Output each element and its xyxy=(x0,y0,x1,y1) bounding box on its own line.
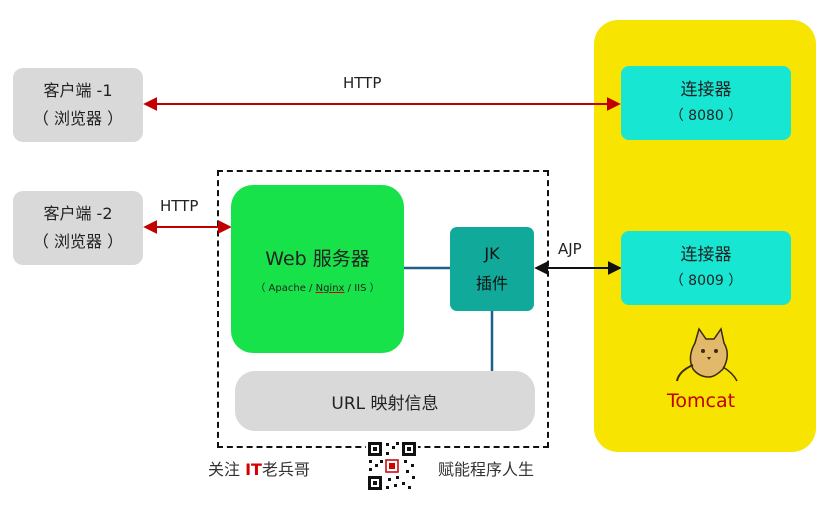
connector-8009-name: 连接器 xyxy=(680,245,732,265)
tomcat-logo-icon xyxy=(676,327,738,382)
footer-left: 关注 IT老兵哥 xyxy=(208,456,310,480)
tomcat-label: Tomcat xyxy=(667,390,736,412)
connector-8009: 连接器 （ 8009 ） xyxy=(621,231,791,305)
jk-plugin: JK 插件 xyxy=(450,227,534,311)
client-1: 客户端 -1 （ 浏览器 ） xyxy=(13,68,143,142)
web-server-sub: （ Apache / Nginx / IIS ） xyxy=(255,279,379,294)
connector-8080-name: 连接器 xyxy=(680,80,732,100)
url-mapping-label: URL 映射信息 xyxy=(331,393,439,414)
connector-8080-port: （ 8080 ） xyxy=(669,108,743,124)
jk-plugin-line2: 插件 xyxy=(475,274,508,293)
url-mapping: URL 映射信息 xyxy=(235,371,535,431)
web-server-title: Web 服务器 xyxy=(265,248,370,270)
connector-8009-port: （ 8009 ） xyxy=(669,273,743,289)
http-label-top: HTTP xyxy=(343,74,382,92)
http-label-left: HTTP xyxy=(160,197,199,215)
client-2-sub: （ 浏览器 ） xyxy=(32,232,124,251)
client-2: 客户端 -2 （ 浏览器 ） xyxy=(13,191,143,265)
footer-right: 赋能程序人生 xyxy=(438,460,535,479)
client-1-sub: （ 浏览器 ） xyxy=(32,109,124,128)
client-1-name: 客户端 -1 xyxy=(43,81,113,100)
web-server-sub-suffix: / IIS ） xyxy=(344,283,380,294)
footer-left-prefix: 关注 xyxy=(208,460,246,479)
qr-code-icon xyxy=(366,440,418,492)
ajp-label: AJP xyxy=(558,240,582,258)
footer-left-it: IT xyxy=(245,460,262,479)
footer-left-suffix: 老兵哥 xyxy=(261,460,310,479)
web-server: Web 服务器 （ Apache / Nginx / IIS ） xyxy=(231,185,404,353)
web-server-sub-nginx: Nginx xyxy=(315,283,345,294)
client-2-name: 客户端 -2 xyxy=(43,204,113,223)
web-server-sub-prefix: （ Apache / xyxy=(255,283,316,294)
jk-plugin-line1: JK xyxy=(484,244,500,263)
connector-8080: 连接器 （ 8080 ） xyxy=(621,66,791,140)
